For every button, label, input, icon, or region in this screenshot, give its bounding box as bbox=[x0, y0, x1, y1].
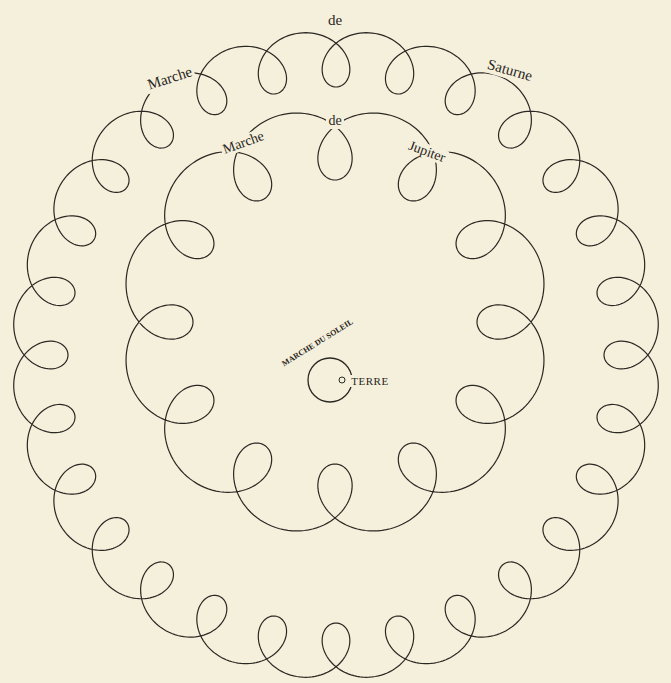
sun-path bbox=[308, 358, 352, 402]
orbit-label: de bbox=[326, 113, 343, 128]
orbit-label: Saturne bbox=[484, 55, 536, 85]
jupiter-path bbox=[126, 113, 544, 531]
earth-label: TERRE bbox=[349, 375, 390, 387]
saturn-path bbox=[14, 33, 659, 678]
orbit-label: de bbox=[326, 12, 344, 29]
orbit-label: Marche bbox=[144, 62, 196, 93]
earth-dot bbox=[339, 377, 345, 383]
